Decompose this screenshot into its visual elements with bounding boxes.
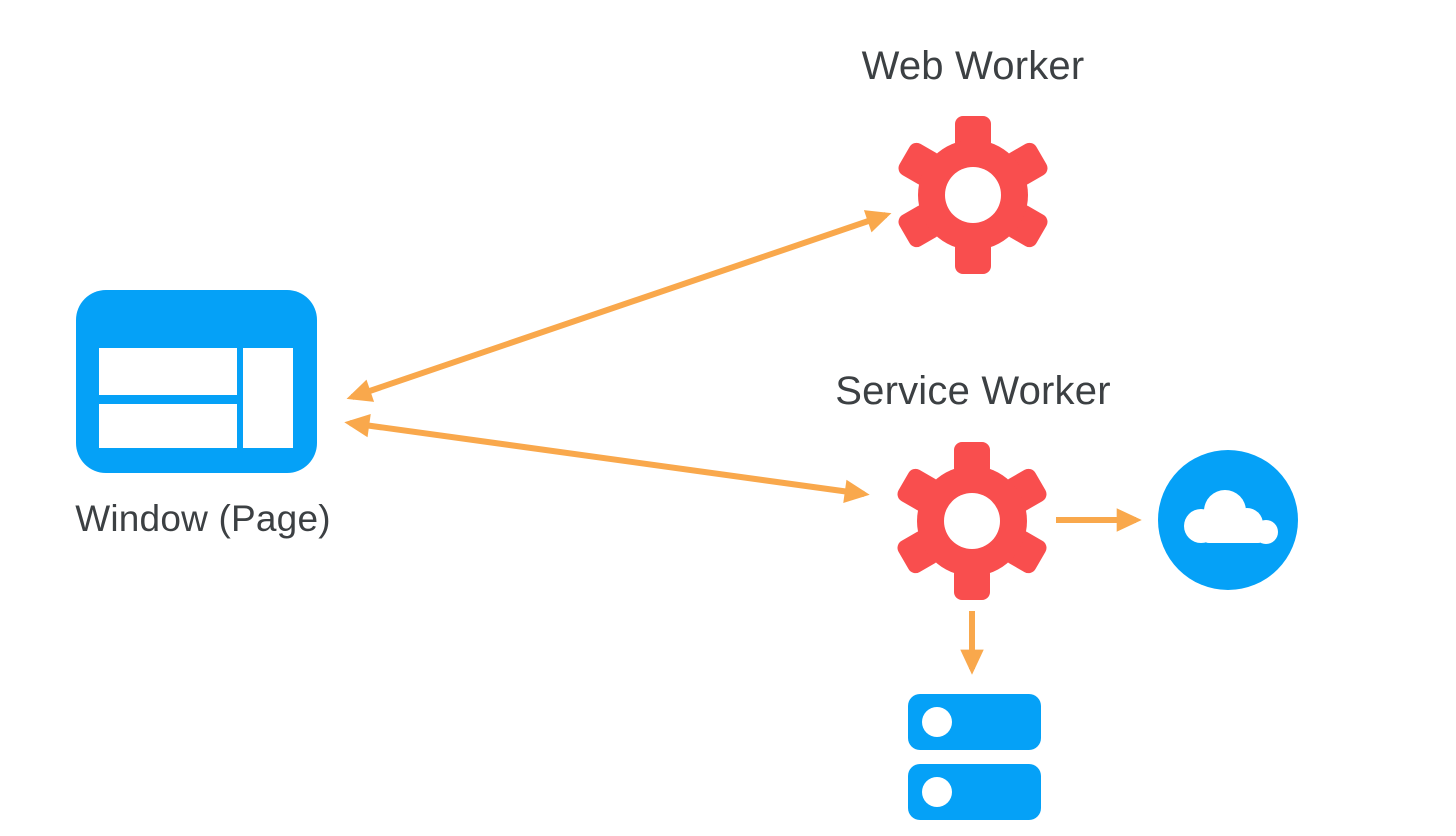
browser-window-icon <box>76 290 317 473</box>
web-worker-gear-icon <box>898 116 1048 274</box>
window-sidebar-pane <box>243 348 293 448</box>
service-worker-gear-icon <box>897 442 1047 600</box>
edge-window-serviceworker <box>344 414 870 503</box>
database-disk-icon <box>908 764 1041 820</box>
window-content-pane-bottom <box>99 404 237 448</box>
window-page-label: Window (Page) <box>75 498 331 539</box>
cloud-icon <box>1184 490 1278 544</box>
edge-window-webworker <box>346 210 892 402</box>
service-worker-label: Service Worker <box>835 369 1111 413</box>
database-disk-icon <box>908 694 1041 750</box>
disk-indicator-dot <box>922 777 952 807</box>
database-stack-icon <box>908 694 1041 820</box>
network-circle <box>1158 450 1298 590</box>
window-content-pane-top <box>99 348 237 395</box>
disk-indicator-dot <box>922 707 952 737</box>
web-worker-label: Web Worker <box>861 44 1085 88</box>
